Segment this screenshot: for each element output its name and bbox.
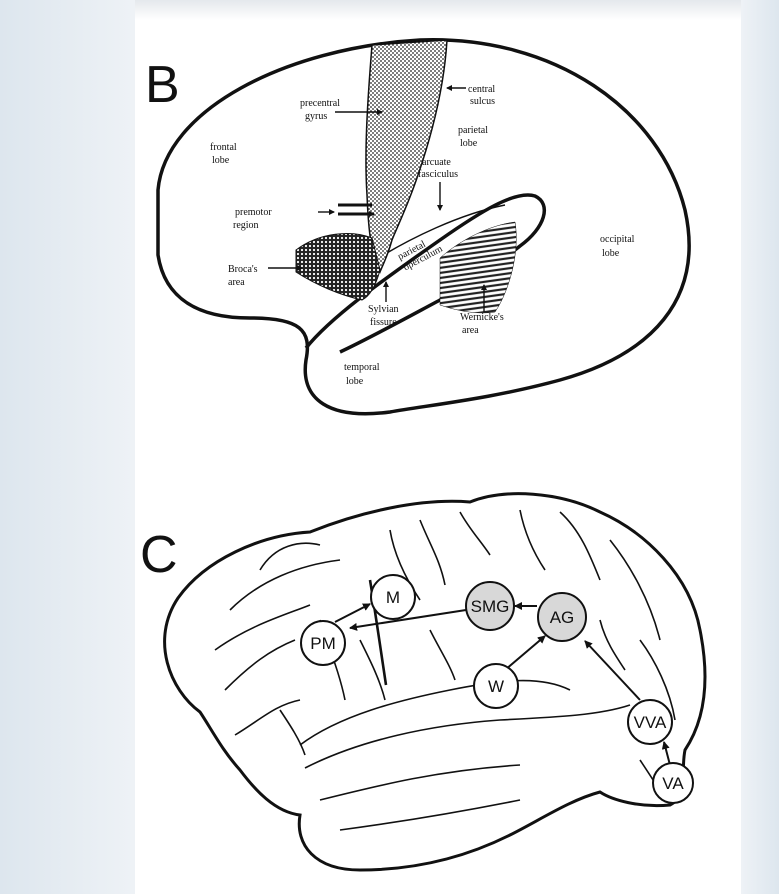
panel-c-letter: C: [140, 526, 178, 584]
svg-text:lobe: lobe: [212, 155, 230, 166]
svg-text:lobe: lobe: [346, 376, 364, 387]
svg-text:lobe: lobe: [602, 248, 620, 259]
svg-text:sulcus: sulcus: [470, 96, 495, 107]
node-w: W: [474, 664, 518, 708]
svg-text:VA: VA: [662, 774, 684, 793]
svg-text:precentral: precentral: [300, 98, 340, 109]
node-smg: SMG: [466, 582, 514, 630]
svg-text:region: region: [233, 220, 259, 231]
svg-text:central: central: [468, 84, 495, 95]
node-m: M: [371, 575, 415, 619]
svg-text:fasciculus: fasciculus: [418, 169, 458, 180]
svg-text:PM: PM: [310, 634, 336, 653]
svg-text:Sylvian: Sylvian: [368, 304, 399, 315]
panel-c: C: [140, 494, 705, 870]
svg-text:occipital: occipital: [600, 234, 635, 245]
label-central-sulcus: central sulcus: [468, 84, 495, 107]
svg-text:fissure: fissure: [370, 317, 397, 328]
panel-b-letter: B: [145, 56, 180, 114]
svg-text:premotor: premotor: [235, 207, 272, 218]
svg-text:area: area: [228, 277, 245, 288]
node-vva: VVA: [628, 700, 672, 744]
node-va: VA: [653, 763, 693, 803]
svg-text:area: area: [462, 325, 479, 336]
svg-text:Wernicke's: Wernicke's: [460, 312, 504, 323]
svg-text:W: W: [488, 677, 504, 696]
svg-text:temporal: temporal: [344, 362, 380, 373]
svg-text:arcuate: arcuate: [422, 157, 451, 168]
svg-text:VVA: VVA: [634, 713, 667, 732]
svg-text:SMG: SMG: [471, 597, 510, 616]
svg-text:AG: AG: [550, 608, 575, 627]
node-ag: AG: [538, 593, 586, 641]
svg-text:M: M: [386, 588, 400, 607]
panel-b: B precentral gyrus central sulcus: [145, 40, 689, 414]
svg-text:parietal: parietal: [458, 125, 488, 136]
svg-text:Broca's: Broca's: [228, 264, 258, 275]
node-pm: PM: [301, 621, 345, 665]
svg-text:frontal: frontal: [210, 142, 237, 153]
svg-text:lobe: lobe: [460, 138, 478, 149]
svg-text:gyrus: gyrus: [305, 111, 327, 122]
